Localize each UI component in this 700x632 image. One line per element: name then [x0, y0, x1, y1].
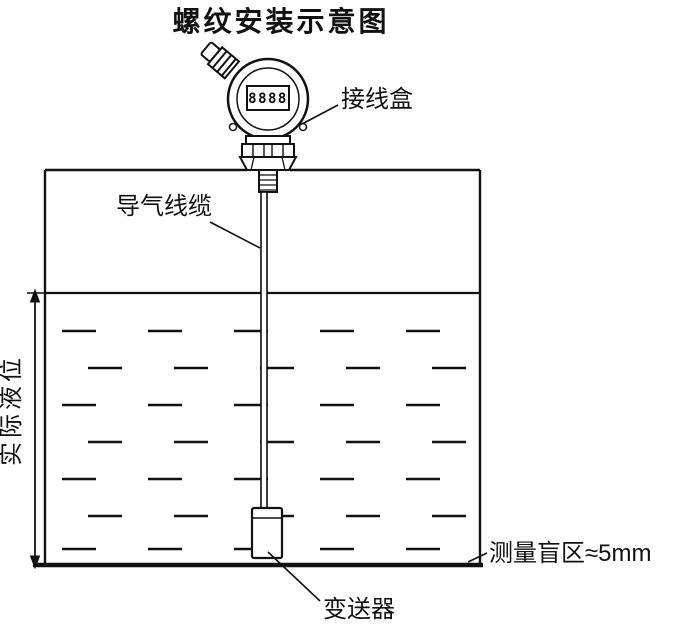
- air-cable: [260, 191, 268, 509]
- terminal-block: [241, 143, 295, 158]
- hex-nut-facet: [250, 156, 255, 171]
- arrowhead-up-icon: [29, 288, 41, 303]
- junction-box-label: 接线盒: [341, 86, 413, 113]
- probe-body: [250, 506, 284, 560]
- lcd-display-value: 8888: [248, 91, 288, 107]
- air-cable-leader: [209, 221, 261, 249]
- tank-outline: [33, 168, 483, 568]
- housing-screw: [298, 122, 308, 132]
- actual-level-label: 实际液位: [0, 354, 25, 466]
- cable-gland: [200, 41, 241, 80]
- junction-box-leader: [301, 104, 339, 125]
- threaded-connection: [258, 169, 278, 193]
- blind-zone-label: 测量盲区≈5mm: [489, 540, 652, 567]
- transmitter-label: 变送器: [323, 596, 395, 623]
- leader-lines: [209, 104, 488, 602]
- gland-ridge: [216, 54, 233, 73]
- blind-zone-leader: [467, 552, 488, 563]
- housing-screw: [228, 122, 238, 132]
- transmitter-leader: [267, 551, 321, 602]
- actual-level-dimension: [27, 288, 45, 570]
- gland-ridge: [220, 58, 237, 77]
- arrowhead-down-icon: [29, 555, 41, 570]
- neck-flange: [245, 135, 291, 145]
- hex-nut-facet: [281, 156, 286, 171]
- transmitter-head: [200, 41, 310, 193]
- hex-nut: [238, 156, 298, 171]
- lcd-display: [246, 85, 290, 111]
- probe-shell: [250, 506, 284, 560]
- diagram-title: 螺纹安装示意图: [172, 5, 389, 37]
- air-cable-label: 导气线缆: [116, 193, 212, 220]
- gland-ridge: [211, 50, 228, 69]
